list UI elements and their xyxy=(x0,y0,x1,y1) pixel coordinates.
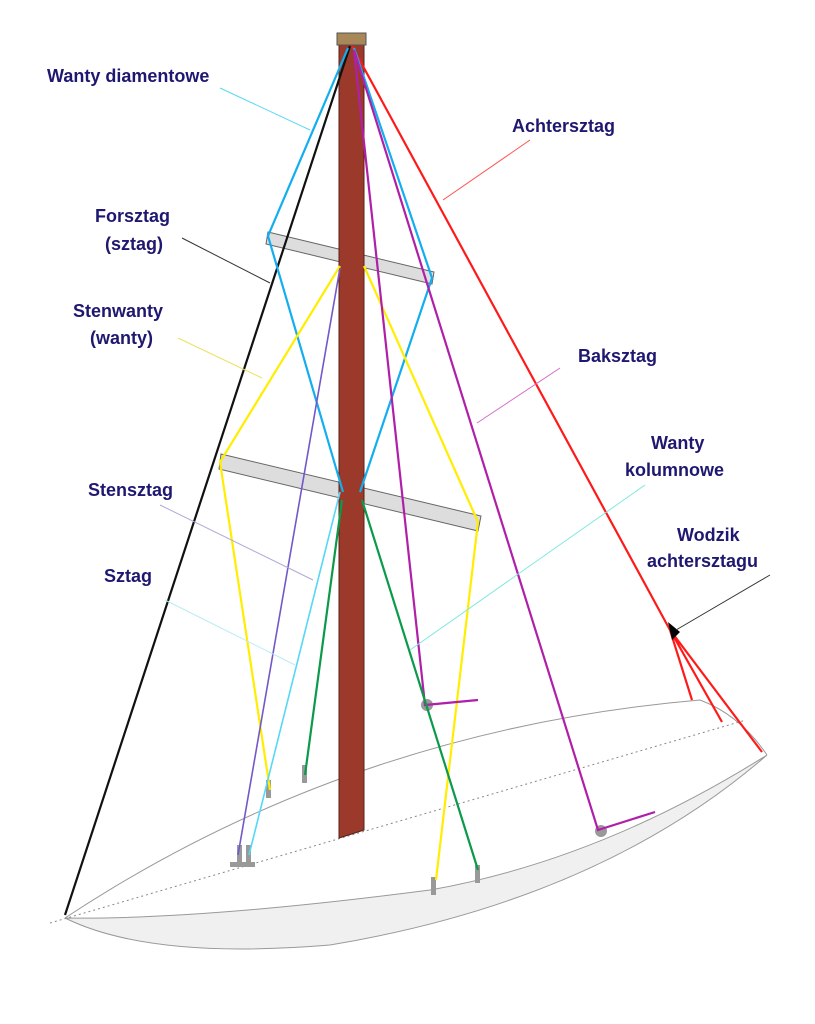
mast xyxy=(338,44,365,839)
label-wanty-diamentowe: Wanty diamentowe xyxy=(47,66,209,86)
label-wanty-kolumnowe-sub: kolumnowe xyxy=(625,460,724,480)
label-wanty-kolumnowe: Wanty xyxy=(651,433,704,453)
leader-stensztag xyxy=(159,504,314,581)
leader-achtersztag xyxy=(442,139,531,201)
backstay-line xyxy=(351,45,763,753)
label-forsztag: Forsztag xyxy=(95,206,170,226)
leader-sztag xyxy=(164,599,296,666)
label-baksztag: Baksztag xyxy=(578,346,657,366)
hull xyxy=(49,699,768,950)
leader-wanty-diamentowe xyxy=(219,87,311,131)
masthead xyxy=(336,32,367,46)
label-stensztag: Stensztag xyxy=(88,480,173,500)
kolumnowe-lines xyxy=(303,499,480,871)
label-wodzik: Wodzik xyxy=(677,525,741,545)
label-achtersztag: Achtersztag xyxy=(512,116,615,136)
diamond-shrouds xyxy=(266,47,434,493)
leader-baksztag xyxy=(476,367,561,424)
forestay-line xyxy=(63,45,352,916)
backstay-adjuster-icon xyxy=(668,622,680,640)
leader-stenwanty xyxy=(177,337,263,379)
baksztag-lines xyxy=(352,49,656,832)
sztag-line xyxy=(248,491,341,856)
leader-wodzik xyxy=(675,574,771,631)
leader-wanty-kolumnowe xyxy=(409,484,646,651)
leader-forsztag xyxy=(181,237,271,284)
label-forsztag-sub: (sztag) xyxy=(105,234,163,254)
label-sztag: Sztag xyxy=(104,566,152,586)
label-stenwanty: Stenwanty xyxy=(73,301,163,321)
label-wodzik-sub: achtersztagu xyxy=(647,551,758,571)
label-stenwanty-sub: (wanty) xyxy=(90,328,153,348)
stenwanty-lines xyxy=(218,265,480,881)
stensztag-line xyxy=(237,267,341,856)
